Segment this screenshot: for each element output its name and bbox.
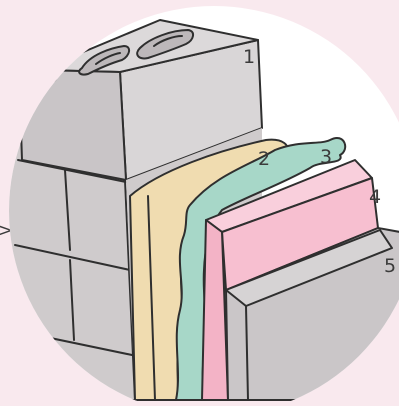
label-1: 1 [243,46,255,68]
label-5: 5 [384,255,396,277]
label-2: 2 [258,148,270,170]
label-3: 3 [320,146,332,168]
label-4: 4 [369,186,381,208]
